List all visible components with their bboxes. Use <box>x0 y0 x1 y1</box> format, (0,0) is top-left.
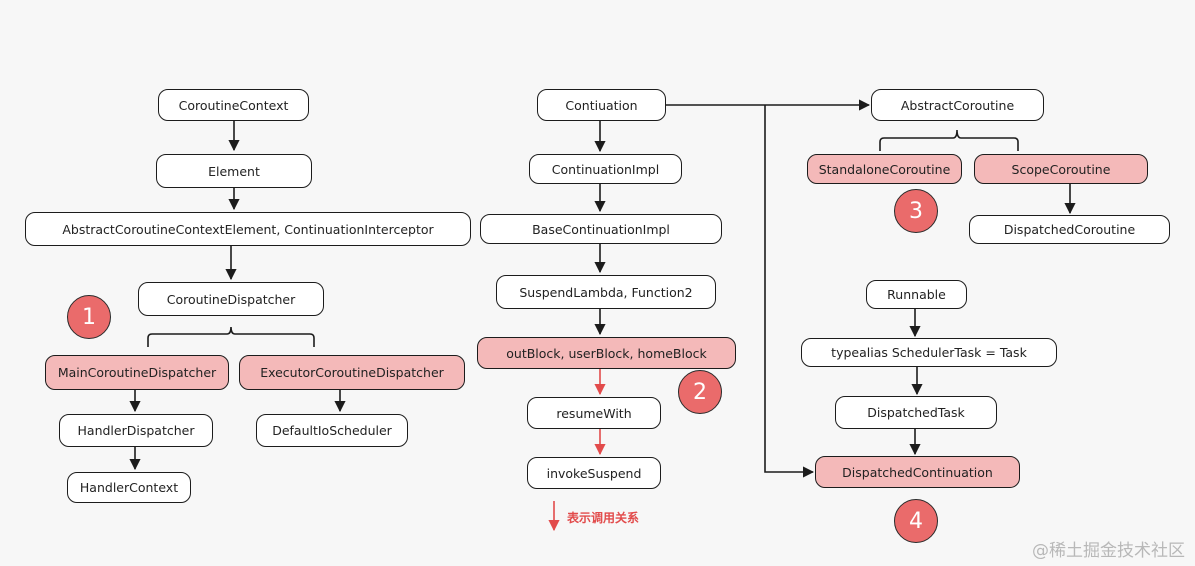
node-handler-context: HandlerContext <box>67 472 191 503</box>
node-scope-coroutine: ScopeCoroutine <box>974 154 1148 184</box>
badge-3: 3 <box>894 189 938 233</box>
node-coroutine-dispatcher: CoroutineDispatcher <box>138 282 324 316</box>
node-contiuation: Contiuation <box>537 89 666 121</box>
edge-contiuation-to-dispatched-continuation <box>764 105 815 478</box>
brace-dispatcher-children <box>147 326 315 347</box>
node-default-io-scheduler: DefaultIoScheduler <box>256 414 408 447</box>
node-invoke-suspend: invokeSuspend <box>527 457 661 489</box>
node-base-continuation-impl: BaseContinuationImpl <box>480 214 722 244</box>
badge-4: 4 <box>894 499 938 543</box>
node-resume-with: resumeWith <box>527 397 661 429</box>
watermark: @稀土掘金技术社区 <box>1032 541 1185 561</box>
node-handler-dispatcher: HandlerDispatcher <box>59 414 213 447</box>
legend-label: 表示调用关系 <box>567 511 640 525</box>
node-executor-coroutine-dispatcher: ExecutorCoroutineDispatcher <box>239 355 465 390</box>
node-element: Element <box>156 154 312 188</box>
node-dispatched-coroutine: DispatchedCoroutine <box>969 215 1170 244</box>
node-runnable: Runnable <box>866 280 967 309</box>
node-out-user-home-block: outBlock, userBlock, homeBlock <box>477 337 736 369</box>
node-typealias-scheduler-task: typealias SchedulerTask = Task <box>801 338 1057 367</box>
node-suspend-lambda: SuspendLambda, Function2 <box>496 275 716 309</box>
brace-abstract-coroutine-children <box>879 129 1019 151</box>
node-coroutine-context: CoroutineContext <box>158 89 309 121</box>
badge-2: 2 <box>678 370 722 414</box>
node-dispatched-continuation: DispatchedContinuation <box>815 456 1020 488</box>
node-dispatched-task: DispatchedTask <box>835 396 997 429</box>
node-standalone-coroutine: StandaloneCoroutine <box>807 154 962 184</box>
node-abstract-context-element: AbstractCoroutineContextElement, Continu… <box>25 212 471 246</box>
node-abstract-coroutine: AbstractCoroutine <box>871 89 1044 121</box>
badge-1: 1 <box>67 295 111 339</box>
node-continuation-impl: ContinuationImpl <box>529 154 682 184</box>
node-main-coroutine-dispatcher: MainCoroutineDispatcher <box>45 355 229 390</box>
